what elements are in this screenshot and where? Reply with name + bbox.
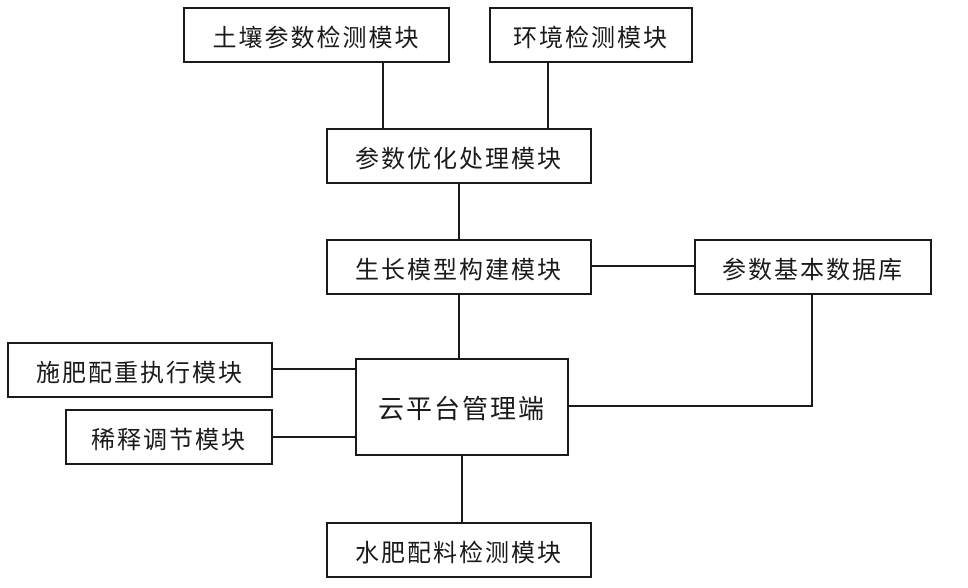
parameter-base-database: 参数基本数据库: [694, 239, 932, 295]
water-fertilizer-mixing-detection-module: 水肥配料检测模块: [326, 522, 592, 578]
growth-model-building-module: 生长模型构建模块: [326, 239, 592, 295]
edge-db-cloud: [569, 295, 812, 406]
parameter-optimization-module: 参数优化处理模块: [326, 128, 592, 184]
soil-parameter-detection-module: 土壤参数检测模块: [183, 7, 450, 63]
fertilization-ratio-execution-module: 施肥配重执行模块: [7, 342, 273, 398]
dilution-adjustment-module: 稀释调节模块: [65, 409, 273, 465]
cloud-platform-management: 云平台管理端: [355, 358, 569, 456]
environment-detection-module: 环境检测模块: [489, 7, 693, 63]
